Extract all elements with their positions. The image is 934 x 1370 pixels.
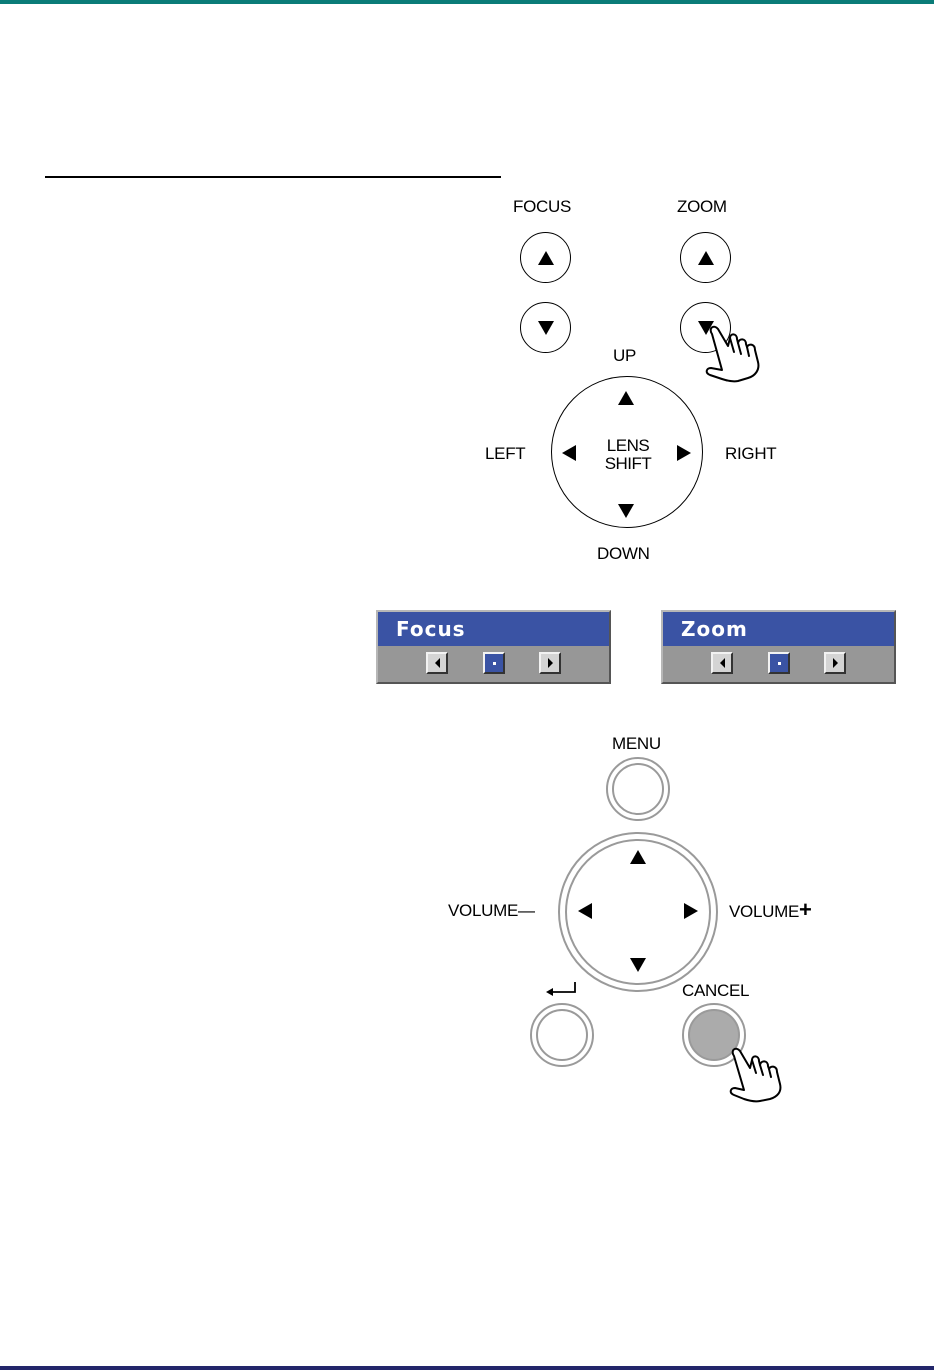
lens-shift-left-label: LEFT: [485, 444, 526, 463]
zoom-up-button[interactable]: [680, 232, 731, 283]
dot-icon: [492, 661, 496, 665]
lens-shift-center-label: LENS SHIFT: [598, 437, 658, 473]
menu-up-button[interactable]: [630, 850, 646, 864]
cancel-label: CANCEL: [682, 981, 750, 1000]
section-divider: [45, 176, 501, 178]
cancel-button-fill: [688, 1009, 740, 1061]
menu-right-button[interactable]: [684, 903, 698, 919]
volume-plus-label: VOLUME+: [729, 899, 812, 922]
volume-minus-text: VOLUME: [448, 901, 518, 920]
lens-shift-down-button[interactable]: [618, 504, 634, 518]
arrow-right-icon: [547, 658, 553, 668]
lens-shift-up-label: UP: [613, 346, 637, 365]
triangle-up-icon: [537, 250, 554, 265]
osd-right-button[interactable]: [539, 652, 561, 674]
minus-sign: —: [518, 901, 535, 920]
menu-down-button[interactable]: [630, 958, 646, 972]
osd-title: Zoom: [663, 612, 894, 646]
osd-title: Focus: [378, 612, 609, 646]
menu-label: MENU: [612, 734, 661, 753]
triangle-down-icon: [697, 320, 714, 335]
direction-pad-ring: [565, 839, 711, 985]
cancel-button[interactable]: [682, 1003, 746, 1067]
lens-shift-left-button[interactable]: [562, 445, 576, 461]
lens-shift-right-label: RIGHT: [725, 444, 777, 463]
menu-button-ring: [612, 763, 664, 815]
zoom-osd-panel: Zoom: [661, 610, 896, 684]
arrow-left-icon: [719, 658, 725, 668]
lens-shift-down-label: DOWN: [597, 544, 650, 563]
pointing-hand-icon: [729, 1047, 782, 1103]
plus-sign: +: [799, 897, 812, 922]
osd-left-button[interactable]: [426, 652, 448, 674]
osd-right-button[interactable]: [824, 652, 846, 674]
focus-up-button[interactable]: [520, 232, 571, 283]
shift-label: SHIFT: [604, 454, 652, 473]
zoom-down-button[interactable]: [680, 302, 731, 353]
focus-down-button[interactable]: [520, 302, 571, 353]
triangle-down-icon: [537, 320, 554, 335]
menu-button[interactable]: [606, 757, 670, 821]
lens-label: LENS: [606, 436, 650, 455]
arrow-left-icon: [434, 658, 440, 668]
osd-control-row: [663, 646, 894, 682]
focus-label: FOCUS: [513, 197, 572, 216]
osd-control-row: [378, 646, 609, 682]
volume-plus-text: VOLUME: [729, 902, 799, 921]
arrow-right-icon: [832, 658, 838, 668]
osd-center-button[interactable]: [483, 652, 505, 674]
triangle-up-icon: [697, 250, 714, 265]
volume-minus-label: VOLUME—: [448, 901, 535, 921]
enter-button[interactable]: [530, 1003, 594, 1067]
menu-left-button[interactable]: [578, 903, 592, 919]
osd-left-button[interactable]: [711, 652, 733, 674]
lens-shift-right-button[interactable]: [677, 445, 691, 461]
dot-icon: [777, 661, 781, 665]
pointing-hand-icon: [705, 325, 760, 383]
focus-osd-panel: Focus: [376, 610, 611, 684]
header-bar: [0, 0, 934, 4]
zoom-label: ZOOM: [677, 197, 727, 216]
osd-center-button[interactable]: [768, 652, 790, 674]
footer-bar: [0, 1366, 934, 1370]
enter-arrow-icon: [546, 982, 576, 996]
lens-shift-up-button[interactable]: [618, 391, 634, 405]
enter-button-ring: [536, 1009, 588, 1061]
